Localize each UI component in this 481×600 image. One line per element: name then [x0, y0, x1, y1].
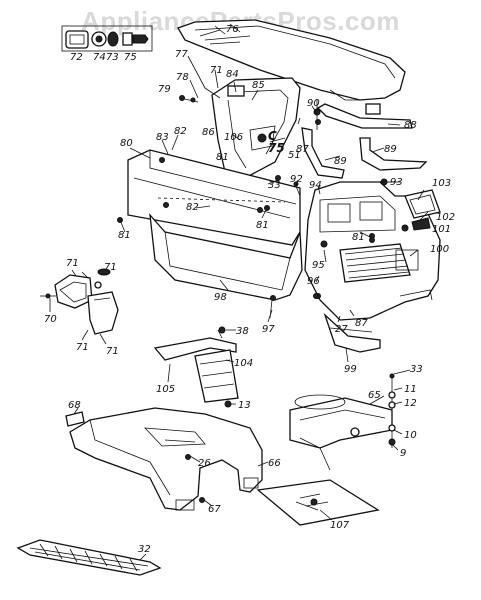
callout-105: 105	[156, 384, 175, 395]
callout-71-side-d: 71	[106, 346, 119, 357]
callout-88: 88	[404, 120, 417, 131]
light-bulb-assembly	[61, 25, 153, 52]
floor-plate-107	[256, 479, 380, 526]
callout-93: 93	[390, 177, 403, 188]
callout-75-upper: 75	[124, 52, 137, 63]
callout-74: 74	[93, 52, 106, 63]
grille-headlight-housing	[304, 181, 441, 353]
callout-65: 65	[368, 390, 381, 401]
callout-89-right: 89	[384, 144, 397, 155]
callout-10: 10	[404, 430, 417, 441]
callout-86: 86	[202, 127, 215, 138]
callout-71-side-a: 71	[66, 258, 79, 269]
callout-80: 80	[120, 138, 133, 149]
callout-87-lower: 87	[355, 318, 368, 329]
callout-95: 95	[312, 260, 325, 271]
dash-panel	[127, 149, 301, 246]
frame-section-65	[289, 373, 396, 471]
hood-part-76	[177, 19, 406, 101]
callout-71-side-b: 71	[104, 262, 117, 273]
callout-32: 32	[138, 544, 151, 555]
callout-73: 73	[106, 52, 119, 63]
callout-38: 38	[236, 326, 249, 337]
callout-81-left: 81	[118, 230, 131, 241]
callout-81-right: 81	[352, 232, 365, 243]
headlight-103	[401, 189, 441, 232]
callout-51: 51	[288, 150, 301, 161]
callout-79: 79	[158, 84, 171, 95]
callout-13: 13	[238, 400, 251, 411]
callout-71-side-c: 71	[76, 342, 89, 353]
callout-94: 94	[309, 180, 322, 191]
callout-101: 101	[432, 224, 451, 235]
fender-deck-66	[69, 407, 263, 511]
callout-99: 99	[344, 364, 357, 375]
callout-97: 97	[262, 324, 275, 335]
callout-75-lower: 75	[268, 141, 285, 155]
callout-100: 100	[430, 244, 449, 255]
callout-71-top: 71	[210, 65, 223, 76]
callout-C: C	[268, 129, 277, 143]
callout-96: 96	[307, 276, 320, 287]
callout-9: 9	[400, 448, 406, 459]
callout-66: 66	[268, 458, 281, 469]
callout-70: 70	[44, 314, 57, 325]
callout-85: 85	[252, 80, 265, 91]
callout-76: 76	[226, 24, 239, 35]
callout-11: 11	[404, 384, 417, 395]
hood-hinge-brackets	[301, 100, 428, 179]
callout-12: 12	[404, 398, 417, 409]
callout-68: 68	[68, 400, 81, 411]
reflector-68	[65, 411, 85, 427]
callout-77: 77	[175, 49, 188, 60]
callout-104: 104	[234, 358, 253, 369]
front-shroud-98	[149, 213, 303, 301]
callout-102: 102	[436, 212, 455, 223]
callout-87-upper: 87	[296, 144, 309, 155]
callout-33-upper: 33	[268, 180, 281, 191]
callout-84: 84	[226, 69, 239, 80]
callout-72: 72	[70, 52, 83, 63]
callout-81-upper: 81	[216, 152, 229, 163]
callout-89-left: 89	[334, 156, 347, 167]
callout-labels: 76 72 74 73 75 77 78 71 84 85 79 86 106 …	[44, 24, 455, 555]
mounting-bracket-104	[153, 326, 239, 408]
callout-82-upper: 82	[174, 126, 187, 137]
callout-103: 103	[432, 178, 451, 189]
callout-26: 26	[198, 458, 211, 469]
callout-27: 27	[335, 324, 348, 335]
callout-106: 106	[224, 132, 243, 143]
side-light-bracket	[40, 268, 119, 335]
callout-83: 83	[156, 132, 169, 143]
callout-107: 107	[330, 520, 350, 531]
callout-92: 92	[290, 174, 303, 185]
callout-78: 78	[176, 72, 189, 83]
foot-rest-32	[16, 539, 162, 576]
callout-82-lower: 82	[186, 202, 199, 213]
callout-67: 67	[208, 504, 221, 515]
callout-33-lower: 33	[410, 364, 423, 375]
callout-81-mid: 81	[256, 220, 269, 231]
callout-98: 98	[214, 292, 227, 303]
callout-90: 90	[307, 98, 320, 109]
leader-lines	[49, 29, 429, 561]
fasteners	[117, 175, 375, 319]
